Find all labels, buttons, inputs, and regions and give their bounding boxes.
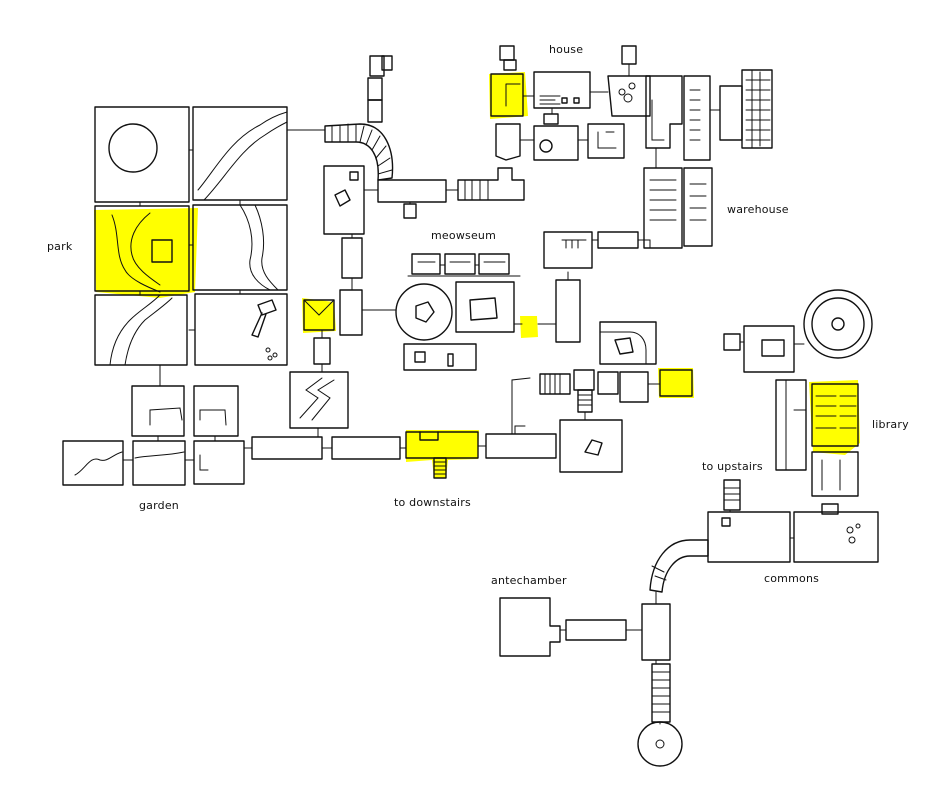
highlight-park <box>94 208 198 298</box>
label-library: library <box>872 418 909 431</box>
library-area <box>723 289 873 511</box>
label-park: park <box>47 240 73 253</box>
label-antechamber: antechamber <box>491 574 567 587</box>
park-area <box>94 106 326 366</box>
highlight-downstairs <box>406 430 479 478</box>
label-warehouse: warehouse <box>727 203 789 216</box>
label-garden: garden <box>139 499 179 512</box>
label-to-upstairs: to upstairs <box>702 460 763 473</box>
park-pond <box>108 123 158 173</box>
highlight-room-east <box>658 368 694 398</box>
east-corridor <box>539 321 693 473</box>
downstairs-area <box>405 377 557 479</box>
north-corridor <box>323 55 525 291</box>
label-to-downstairs: to downstairs <box>394 496 471 509</box>
antechamber-area <box>499 591 683 767</box>
central-corridor <box>243 299 407 460</box>
commons-area <box>649 503 879 593</box>
highlight-room-small <box>520 316 538 338</box>
label-commons: commons <box>764 572 820 585</box>
label-house: house <box>549 43 584 56</box>
warehouse-area <box>543 69 773 269</box>
meowseum-area <box>339 253 581 371</box>
highlight-library <box>809 380 860 455</box>
house-area <box>490 45 651 161</box>
highlight-house <box>489 72 528 119</box>
garden-area <box>62 364 245 486</box>
highlight-layer <box>94 72 860 478</box>
label-meowseum: meowseum <box>431 229 496 242</box>
